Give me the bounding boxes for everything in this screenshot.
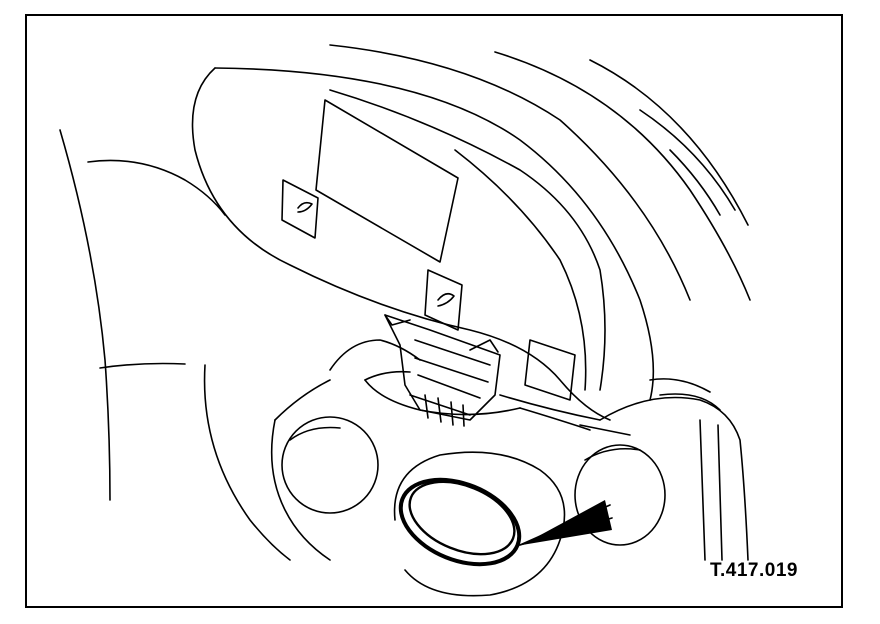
lower-trim-lines [519, 407, 631, 436]
windscreen-edge-lines [214, 44, 751, 401]
illustration-frame [25, 14, 843, 608]
side-vent-panel [524, 339, 576, 401]
console-recess [329, 339, 601, 421]
dashboard-top-cover [191, 67, 611, 421]
binnacle-panel [315, 99, 459, 263]
right-gauge-pod [574, 444, 666, 546]
retaining-clip-lower [424, 269, 463, 331]
figure-reference-code: T.417.019 [710, 560, 798, 581]
lower-dashboard-outline [59, 129, 749, 561]
connector-assembly [384, 314, 501, 427]
gauge-bezel-ring [398, 477, 522, 567]
central-gauge-housing [393, 451, 566, 597]
direction-arrow [519, 500, 613, 546]
retaining-clip-upper [281, 179, 319, 239]
left-gauge-pod [281, 416, 379, 514]
